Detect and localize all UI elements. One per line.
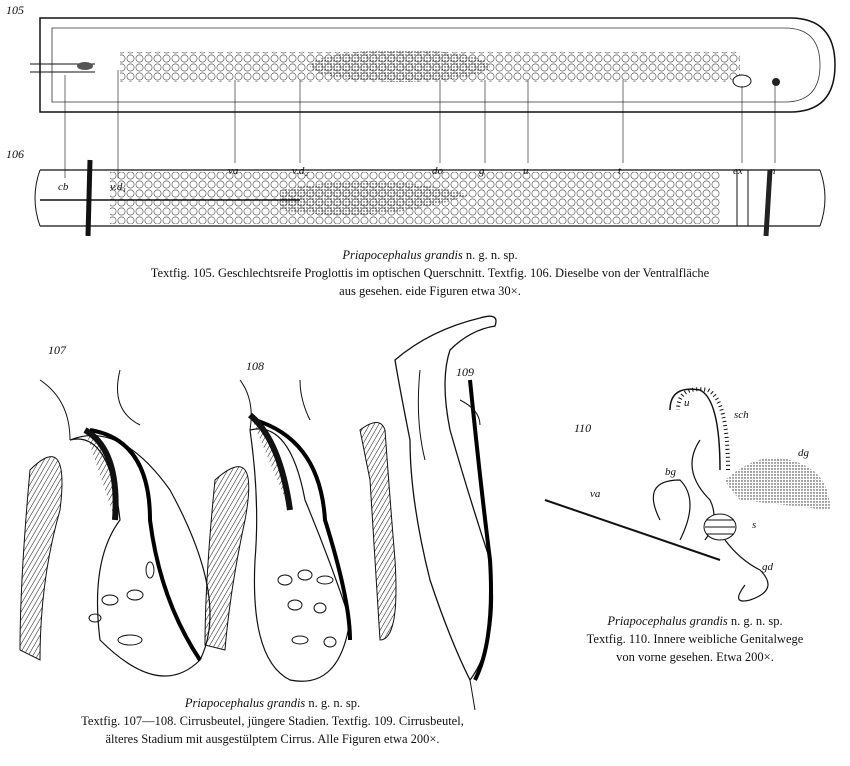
caption-line: aus gesehen. eide Figuren etwa 30×. — [339, 284, 521, 298]
label-cb: cb — [58, 181, 69, 193]
fig106-number: 106 — [6, 147, 24, 161]
caption-line: von vorne gesehen. Etwa 200×. — [616, 650, 774, 664]
species-suffix: n. g. n. sp. — [730, 614, 783, 628]
label-s: s — [752, 519, 756, 531]
label-va: va — [228, 165, 239, 177]
species-suffix: n. g. n. sp. — [308, 696, 361, 710]
label-vd2: v.d₂ — [292, 165, 308, 177]
species-suffix: n. g. n. sp. — [465, 248, 518, 262]
label-dg: dg — [798, 447, 810, 459]
fig108-cirrus-pouch: 108 — [204, 359, 352, 682]
label-g: g — [479, 165, 485, 177]
fig105-number: 105 — [6, 3, 24, 17]
fig105-proglottis-cross-section: 105 — [6, 3, 836, 113]
caption-line: Textfig. 110. Innere weibliche Genitalwe… — [586, 632, 804, 646]
caption-line: älteres Stadium mit ausgestülptem Cirrus… — [105, 732, 440, 746]
label-n: n — [770, 165, 776, 177]
label-gd: gd — [762, 561, 774, 573]
label-vd1: v.d₁ — [110, 181, 126, 193]
label-ex: ex — [733, 165, 743, 177]
species-name: Priapocephalus grandis — [184, 696, 306, 710]
label-u: u — [523, 165, 529, 177]
fig109-everted-cirrus: 109 — [359, 315, 497, 711]
caption-line: Textfig. 105. Geschlechtsreife Proglotti… — [150, 266, 710, 280]
caption-fig105-106: Priapocephalus grandis n. g. n. sp. Text… — [40, 246, 820, 300]
fig110-number: 110 — [574, 421, 591, 435]
fig105-labels: cb v.d₁ va v.d₂ do g u t ex n — [58, 70, 776, 193]
label-u: u — [684, 397, 690, 409]
fig107-number: 107 — [48, 343, 67, 357]
label-do: do — [432, 165, 444, 177]
fig108-number: 108 — [246, 359, 264, 373]
fig109-number: 109 — [456, 365, 474, 379]
species-name: Priapocephalus grandis — [342, 248, 463, 262]
fig110-female-genital-ducts: 110 u sch dg bg va s gd — [544, 387, 830, 602]
caption-fig107-109: Priapocephalus grandis n. g. n. sp. Text… — [0, 694, 545, 748]
caption-line: Textfig. 107—108. Cirrusbeutel, jüngere … — [81, 714, 464, 728]
label-sch: sch — [734, 409, 749, 421]
fig107-cirrus-pouch: 107 — [19, 343, 211, 677]
species-name: Priapocephalus grandis — [607, 614, 728, 628]
fig106-ventral-view: 106 — [6, 147, 826, 237]
label-bg: bg — [665, 466, 677, 478]
label-va: va — [590, 488, 601, 500]
caption-fig110: Priapocephalus grandis n. g. n. sp. Text… — [545, 612, 845, 666]
label-t: t — [618, 165, 622, 177]
